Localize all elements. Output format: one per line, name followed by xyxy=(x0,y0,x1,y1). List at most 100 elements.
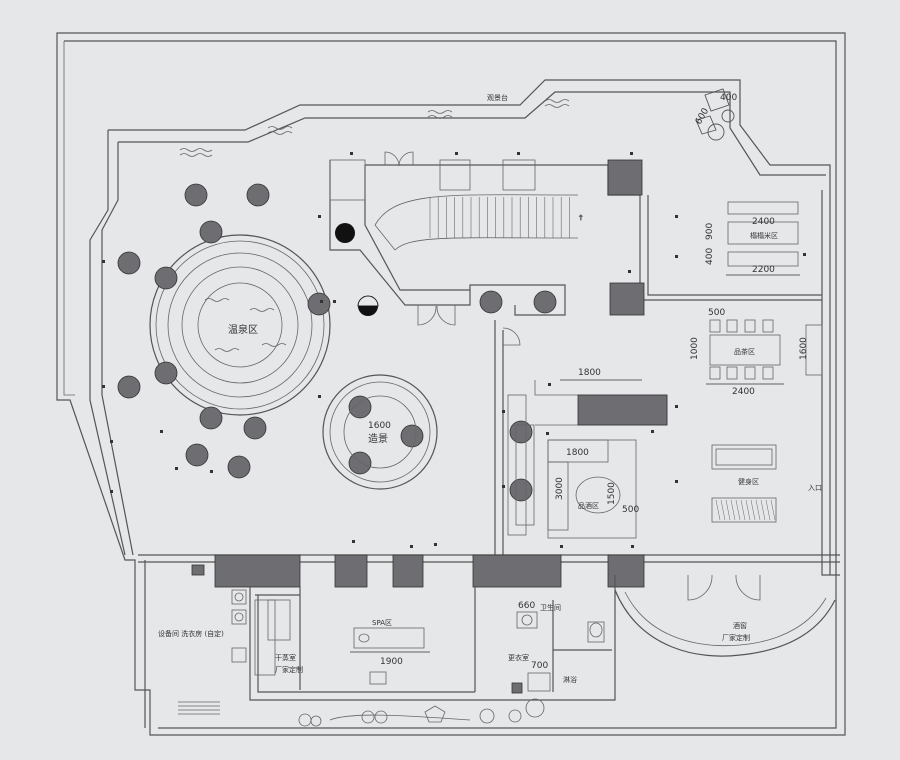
column-marker xyxy=(548,383,551,386)
stool xyxy=(246,183,270,207)
stool xyxy=(400,424,424,448)
column-marker xyxy=(160,430,163,433)
stool xyxy=(154,361,178,385)
stool xyxy=(199,220,223,244)
wine-zone: 1800 1800 3000 1500 品酒区 500 xyxy=(507,368,668,539)
treadmill-line xyxy=(740,499,746,521)
column-marker xyxy=(410,545,413,548)
column-marker xyxy=(630,152,633,155)
treadmill-line xyxy=(725,499,731,521)
dim-2400-tea: 2400 xyxy=(732,387,755,397)
tea-label: 品茶区 xyxy=(734,347,755,356)
tatami-zone: 2400 榻榻米区 900 400 2200 xyxy=(705,201,800,276)
viewing-platform-label: 观景台 xyxy=(487,93,508,102)
stool xyxy=(199,406,223,430)
landscape-feature: 1600 造景 xyxy=(322,374,438,490)
shower-label: 淋浴 xyxy=(563,675,577,684)
stool xyxy=(117,251,141,275)
svg-text:↑: ↑ xyxy=(578,214,584,222)
sauna-label: 干蒸室 xyxy=(275,653,296,662)
dim-2200: 2200 xyxy=(752,265,775,275)
column-marker xyxy=(318,395,321,398)
column-marker xyxy=(175,467,178,470)
column-marker xyxy=(210,470,213,473)
changing-label: 更衣室 xyxy=(508,653,529,662)
garden-plants xyxy=(298,698,545,727)
column-marker xyxy=(675,255,678,258)
dim-1000: 1000 xyxy=(690,337,700,360)
water-wave-symbols xyxy=(179,99,570,157)
column-marker xyxy=(350,152,353,155)
tatami-label: 榻榻米区 xyxy=(750,231,778,240)
wine-label: 品酒区 xyxy=(578,502,599,510)
column-marker xyxy=(333,300,336,303)
dim-660: 660 xyxy=(518,601,535,611)
stool xyxy=(348,395,372,419)
column-marker xyxy=(502,410,505,413)
equipment-laundry-room: 设备间 洗衣房 (自定) xyxy=(158,564,247,715)
treadmill-line xyxy=(750,499,756,521)
dim-1500: 1500 xyxy=(607,482,617,505)
stool xyxy=(184,183,208,207)
treadmill-line xyxy=(730,499,736,521)
fitness-label: 健身区 xyxy=(738,477,759,486)
bathroom-changing: 660 卫生间 更衣室 700 淋浴 xyxy=(508,601,605,694)
dim-400-left: 400 xyxy=(705,248,715,265)
column-marker xyxy=(434,543,437,546)
treadmill-line xyxy=(735,499,741,521)
stool xyxy=(479,290,503,314)
column-marker xyxy=(110,490,113,493)
stool xyxy=(154,266,178,290)
bathroom-label: 卫生间 xyxy=(540,603,561,612)
deck-chairs: 400 600 xyxy=(694,88,737,141)
dim-3000: 3000 xyxy=(555,477,565,500)
stools xyxy=(117,183,557,502)
stool xyxy=(227,455,251,479)
treadmill-line xyxy=(760,499,766,521)
dim-1800-top: 1800 xyxy=(578,368,601,378)
column-marker xyxy=(320,300,323,303)
column-markers xyxy=(102,152,806,548)
doors xyxy=(384,151,761,601)
fitness-zone: 健身区 入口 xyxy=(711,444,822,523)
wine-cellar: 酒窖 厂家定制 xyxy=(614,589,836,657)
wine-cellar-label: 酒窖 xyxy=(733,621,747,630)
column-marker xyxy=(631,545,634,548)
stool xyxy=(243,416,267,440)
column-marker xyxy=(675,215,678,218)
dim-1600-landscape: 1600 xyxy=(368,421,391,431)
dim-2400-top: 2400 xyxy=(752,217,775,227)
equipment-laundry-label: 设备间 洗衣房 (自定) xyxy=(158,629,224,638)
column-marker xyxy=(110,440,113,443)
column-marker xyxy=(628,270,631,273)
stool xyxy=(533,290,557,314)
column-marker xyxy=(102,385,105,388)
treadmill-line xyxy=(715,499,721,521)
windows-columns xyxy=(329,159,645,316)
wine-cellar-custom-label: 厂家定制 xyxy=(722,633,750,642)
lower-rooms xyxy=(144,554,645,728)
column-marker xyxy=(352,540,355,543)
column-marker xyxy=(675,405,678,408)
site-boundary xyxy=(56,32,846,736)
treadmill-line xyxy=(770,499,776,521)
sauna-room: 干蒸室 厂家定制 xyxy=(254,599,303,676)
column-marker xyxy=(560,545,563,548)
treadmill-line xyxy=(745,499,751,521)
entrance-label: 入口 xyxy=(808,484,822,492)
dim-1600-right: 1600 xyxy=(799,337,809,360)
column-marker xyxy=(675,480,678,483)
column-marker xyxy=(651,430,654,433)
hot-spring-label: 温泉区 xyxy=(228,323,258,336)
column-marker xyxy=(102,260,105,263)
spa-room: SPA区 1900 xyxy=(350,619,430,685)
spa-label: SPA区 xyxy=(372,619,392,627)
column-marker xyxy=(502,485,505,488)
dim-700: 700 xyxy=(531,661,548,671)
treadmill-line xyxy=(755,499,761,521)
hot-spring-pool: 温泉区 xyxy=(149,234,331,416)
column-marker xyxy=(455,152,458,155)
column-marker xyxy=(318,215,321,218)
tea-zone: 品茶区 500 1000 2400 1600 xyxy=(690,308,823,397)
landscape-label: 造景 xyxy=(368,432,388,445)
